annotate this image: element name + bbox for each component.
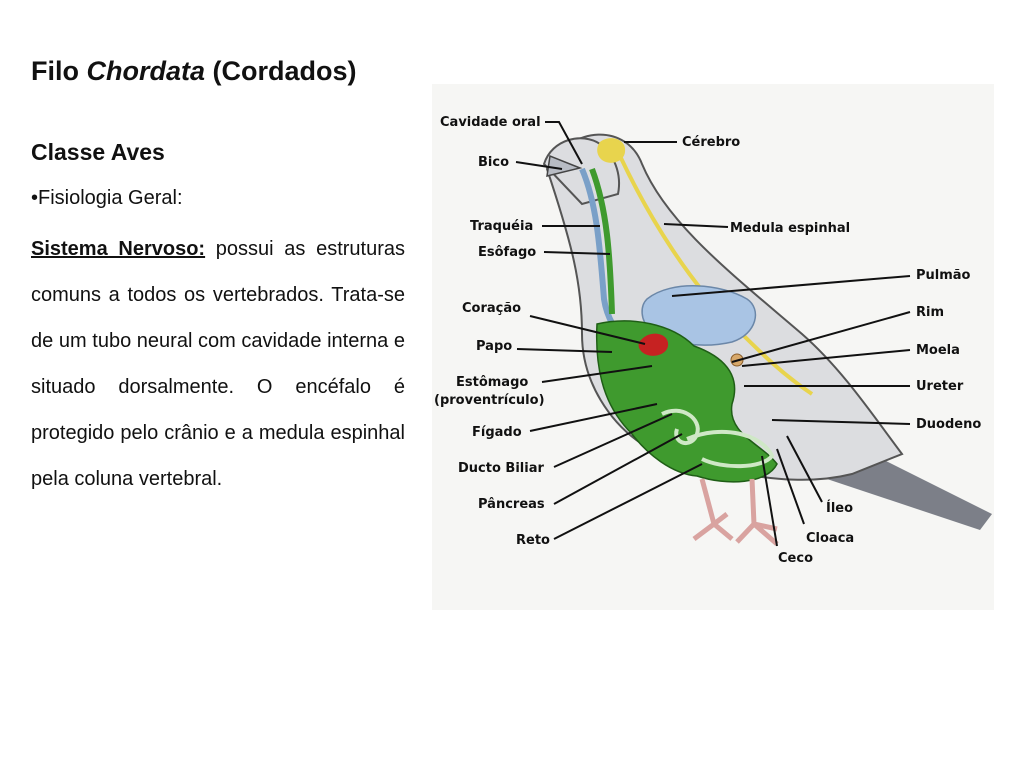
body-paragraph: Sistema Nervoso: possui as estruturas co… — [31, 226, 405, 502]
leader-bico — [515, 161, 563, 170]
leader-ileo — [786, 435, 823, 503]
esophagus-tube — [589, 167, 615, 315]
label-cavidade-oral: Cavidade oral — [440, 115, 541, 130]
bird-anatomy-figure: Cavidade oral Bico Traquéia Esôfago Cora… — [432, 84, 994, 610]
label-cloaca: Cloaca — [806, 531, 854, 546]
leader-ceco — [761, 455, 778, 547]
leader-moela — [741, 349, 911, 367]
label-cerebro: Cérebro — [682, 135, 740, 150]
leader-pancreas — [553, 433, 683, 505]
leader-rim — [731, 311, 911, 363]
leader-ducto-biliar — [553, 413, 673, 468]
title-suffix: (Cordados) — [205, 56, 357, 86]
label-medula-espinhal: Medula espinhal — [730, 221, 850, 236]
label-ureter: Ureter — [916, 379, 964, 394]
label-ducto-biliar: Ducto Biliar — [458, 461, 544, 476]
label-ceco: Ceco — [778, 551, 813, 566]
brain-organ — [597, 138, 626, 163]
paragraph-body: possui as estruturas comuns a todos os v… — [31, 238, 405, 490]
label-ileo: Íleo — [826, 500, 853, 516]
leader-estomago — [541, 365, 653, 383]
label-moela: Moela — [916, 343, 960, 358]
label-pancreas: Pâncreas — [478, 497, 545, 512]
bird-leg-left — [692, 478, 734, 541]
slide-title: Filo Chordata (Cordados) — [31, 56, 357, 87]
label-pulmao: Pulmão — [916, 268, 971, 283]
leader-cavidade-oral — [545, 121, 583, 165]
leader-pulmao — [671, 275, 911, 297]
leader-esofago — [543, 251, 611, 255]
bird-anatomy-svg: Cavidade oral Bico Traquéia Esôfago Cora… — [432, 84, 994, 610]
paragraph-lead: Sistema Nervoso: — [31, 238, 206, 260]
heart-organ — [638, 333, 669, 356]
leader-duodeno — [771, 419, 911, 425]
slide-subtitle: Classe Aves — [31, 139, 165, 165]
intestine-loop — [686, 429, 775, 469]
leader-coracao — [529, 315, 646, 345]
leader-papo — [516, 348, 613, 353]
label-estomago: Estômago — [456, 375, 528, 390]
label-bico: Bico — [478, 155, 509, 170]
label-duodeno: Duodeno — [916, 417, 981, 432]
leader-medula — [663, 223, 729, 228]
label-esofago: Esôfago — [478, 245, 536, 260]
label-figado: Fígado — [472, 425, 522, 440]
leader-reto — [553, 463, 703, 540]
label-proventriculo: (proventrículo) — [434, 393, 545, 408]
leader-figado — [529, 403, 658, 432]
digestive-organs — [595, 320, 778, 483]
label-reto: Reto — [516, 533, 550, 548]
title-italic: Chordata — [86, 56, 206, 86]
title-prefix: Filo — [31, 56, 87, 86]
bullet-item: •Fisiologia Geral: — [31, 187, 183, 209]
label-coracao: Coração — [462, 301, 521, 316]
label-rim: Rim — [916, 305, 944, 320]
leader-cloaca — [776, 448, 805, 525]
label-traqueia: Traquéia — [470, 219, 533, 234]
label-papo: Papo — [476, 339, 512, 354]
